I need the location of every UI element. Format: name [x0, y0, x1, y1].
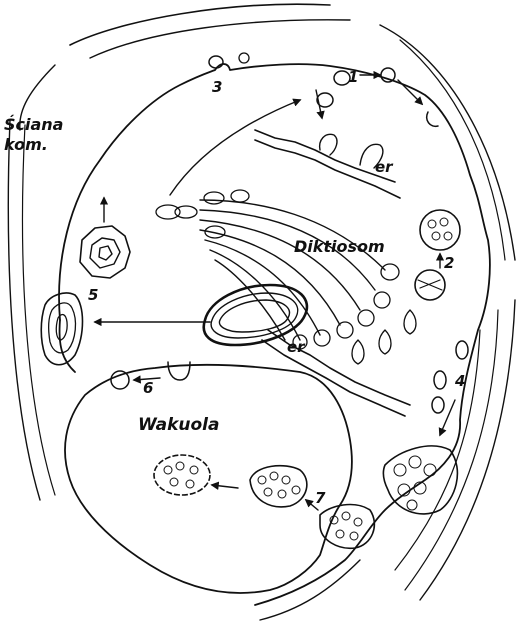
er-lower [262, 330, 410, 416]
number-6: 6 [143, 379, 153, 397]
wall-vesicle-5 [41, 226, 130, 365]
number-4: 4 [454, 372, 465, 390]
number-3: 3 [212, 78, 222, 96]
vacuole-label: Wakuola [138, 415, 219, 435]
number-1: 1 [348, 68, 358, 86]
er-label-upper: er [375, 158, 394, 176]
vacuole [65, 365, 352, 593]
er-whorl [204, 285, 307, 345]
wall-label-line1: Ściana [4, 115, 63, 134]
arrows [95, 75, 455, 510]
vesicles-4 [383, 341, 468, 514]
wall-label-line2: kom. [4, 135, 48, 154]
number-2: 2 [444, 254, 454, 272]
dictyosome [156, 190, 416, 364]
number-5: 5 [88, 286, 98, 304]
dictyosome-label: Diktiosom [294, 237, 385, 256]
number-7: 7 [315, 489, 326, 507]
er-label-lower: er [287, 338, 306, 356]
cell-wall [8, 4, 515, 620]
